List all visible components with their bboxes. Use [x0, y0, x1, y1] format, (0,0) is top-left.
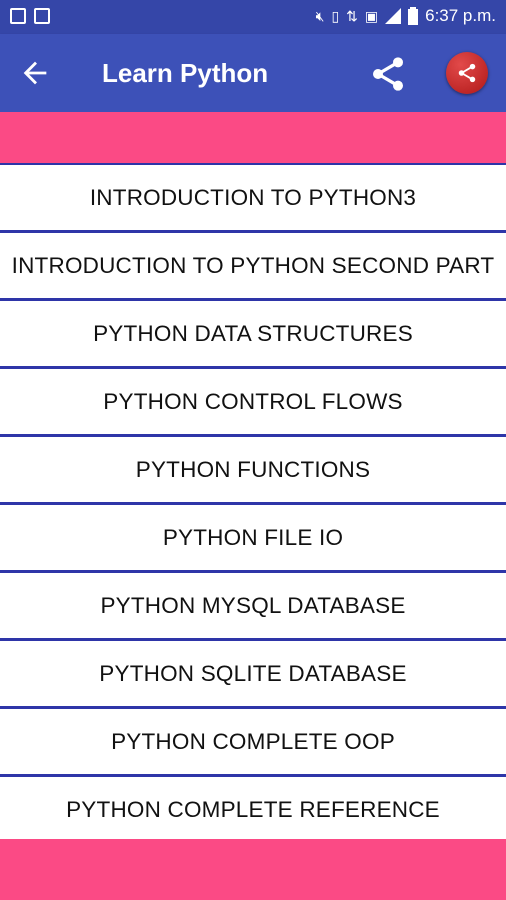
share-fab-button[interactable]	[446, 52, 488, 94]
menu-item[interactable]: INTRODUCTION TO PYTHON3	[0, 163, 506, 233]
app-bar: Learn Python	[0, 34, 506, 112]
arrow-back-icon[interactable]	[18, 56, 52, 90]
menu-item[interactable]: PYTHON DATA STRUCTURES	[0, 301, 506, 369]
share-fab-icon	[458, 63, 476, 83]
menu-item[interactable]: PYTHON FILE IO	[0, 505, 506, 573]
menu-item[interactable]: INTRODUCTION TO PYTHON SECOND PART	[0, 233, 506, 301]
gallery-icon	[10, 8, 26, 24]
menu-item[interactable]: PYTHON COMPLETE OOP	[0, 709, 506, 777]
menu-item[interactable]: PYTHON CONTROL FLOWS	[0, 369, 506, 437]
menu-item[interactable]: PYTHON FUNCTIONS	[0, 437, 506, 505]
share-icon[interactable]	[368, 54, 408, 94]
status-time: 6:37 p.m.	[425, 6, 496, 25]
app-title: Learn Python	[102, 58, 269, 88]
menu-item[interactable]: PYTHON SQLITE DATABASE	[0, 641, 506, 709]
banner-top	[0, 112, 506, 163]
mute-icon: 🔇︎	[315, 7, 325, 24]
data-icon: ⇅	[346, 7, 358, 24]
banner-bottom	[0, 839, 506, 900]
battery-icon	[408, 7, 419, 25]
signal-icon	[385, 8, 402, 24]
vibrate-icon: ▯	[331, 7, 340, 24]
menu-item[interactable]: PYTHON MYSQL DATABASE	[0, 573, 506, 641]
menu-item[interactable]: PYTHON COMPLETE REFERENCE	[0, 777, 506, 845]
status-bar: 🔇︎ ▯ ⇅ ▣ 6:37 p.m.	[0, 0, 506, 34]
notification-icon	[34, 8, 50, 24]
sim-icon: ▣	[364, 7, 379, 24]
